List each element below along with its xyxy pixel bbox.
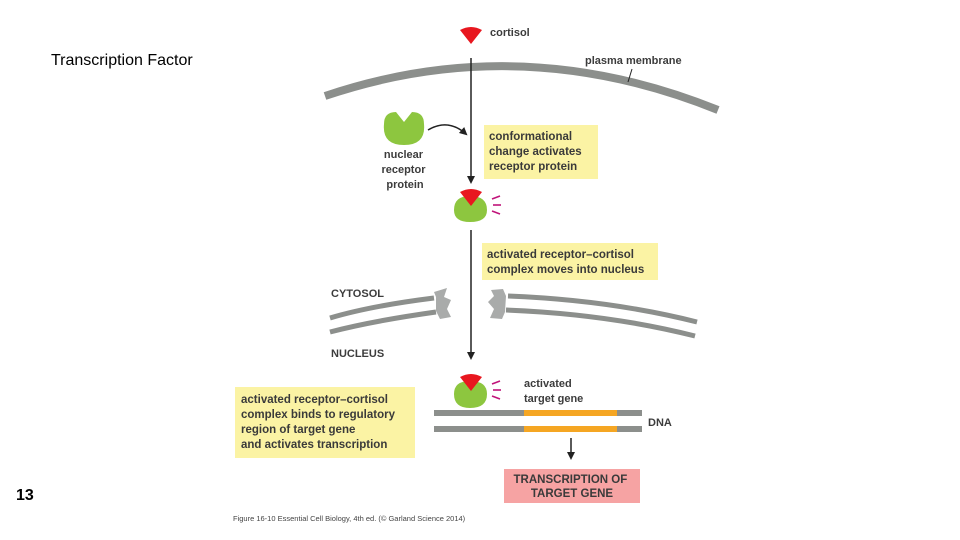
activated-complex-cytosol xyxy=(454,189,487,222)
nuclear-envelope xyxy=(329,293,698,339)
dna-label: DNA xyxy=(648,417,672,429)
binds-regulatory-text: activated receptor–cortisol complex bind… xyxy=(241,394,398,451)
plasma-membrane xyxy=(323,62,720,114)
plasma-membrane-label: plasma membrane xyxy=(585,55,682,67)
target-gene-segment-top xyxy=(524,410,617,416)
moves-into-nucleus-box xyxy=(482,243,658,280)
activation-signal-marks-nucleus xyxy=(491,380,501,400)
nucleus-label: NUCLEUS xyxy=(331,348,384,360)
moves-into-nucleus-text: activated receptor–cortisol complex move… xyxy=(487,249,644,276)
cytosol-label: CYTOSOL xyxy=(331,288,384,300)
slide-title: Transcription Factor xyxy=(51,52,193,69)
nuclear-receptor-protein xyxy=(383,112,425,145)
dna-double-strand xyxy=(434,410,642,432)
target-gene-segment-bottom xyxy=(524,426,617,432)
page-number: 13 xyxy=(16,487,34,504)
activated-complex-nucleus xyxy=(454,374,487,408)
activation-signal-marks xyxy=(491,195,501,215)
nuclear-pore xyxy=(434,288,506,319)
nuclear-receptor-label: nuclear receptor protein xyxy=(381,149,428,191)
conformational-change-text: conformational change activates receptor… xyxy=(489,131,585,173)
figure-caption: Figure 16-10 Essential Cell Biology, 4th… xyxy=(233,514,466,523)
transcription-text: TRANSCRIPTION OF TARGET GENE xyxy=(514,474,631,500)
receptor-curved-arrow xyxy=(427,124,468,136)
activated-target-gene-label: activated target gene xyxy=(524,378,583,405)
conformational-change-box xyxy=(484,125,598,179)
cortisol-molecule-top xyxy=(460,30,482,44)
cortisol-label: cortisol xyxy=(490,27,530,39)
binds-regulatory-box xyxy=(235,387,415,458)
transcription-box xyxy=(504,469,640,503)
